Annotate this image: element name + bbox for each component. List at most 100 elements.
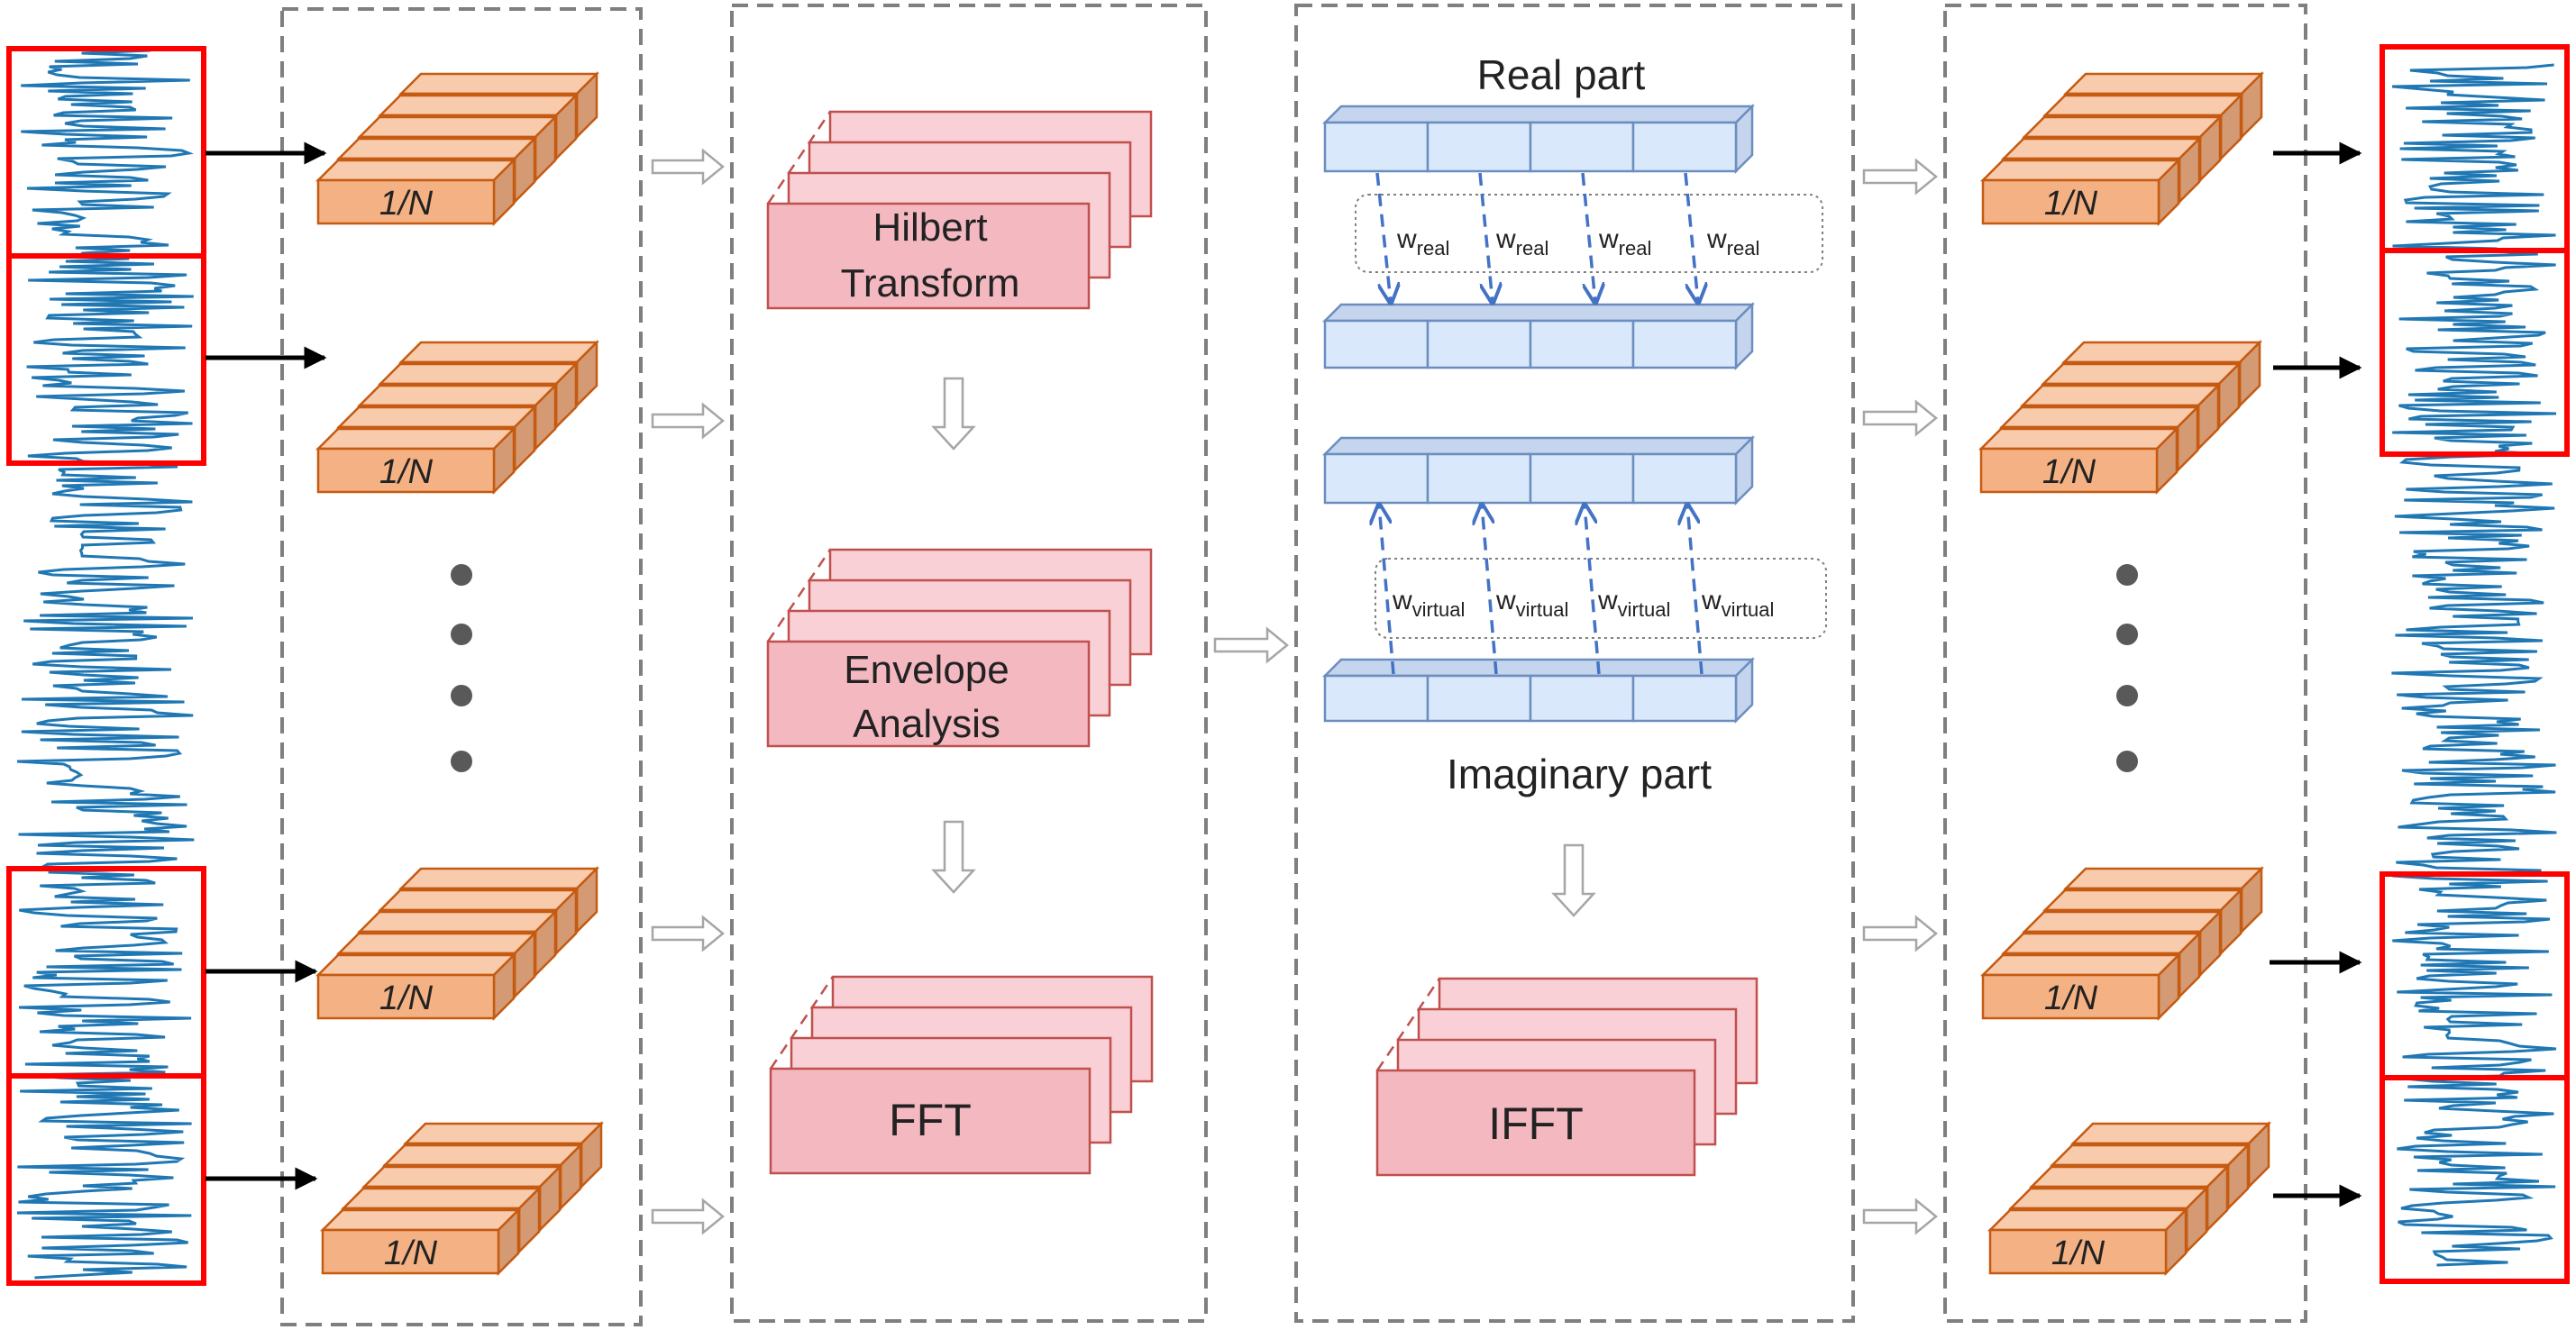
- hollow-arrow-icon: [1551, 843, 1596, 917]
- segment-block-stack: 1/N: [1979, 70, 2265, 227]
- vertical-ellipsis-icon: [451, 564, 2138, 772]
- block-top-face: [2069, 1122, 2272, 1145]
- weight-cell: [1631, 319, 1738, 369]
- hilbert-label-line2: Transform: [841, 261, 1020, 305]
- block-top-face: [2062, 867, 2265, 890]
- hollow-arrow-icon: [1862, 158, 1938, 196]
- input-signal-waveform: [16, 49, 195, 1280]
- stage-labels: Hilbert Transform Envelope Analysis FFT …: [841, 205, 1584, 1149]
- weight-cell-row: [1321, 301, 1756, 371]
- virtual-weight-arrow: [1687, 505, 1704, 675]
- block-top-face: [397, 867, 600, 890]
- real-weight-group-box: [1355, 194, 1823, 273]
- block-top-face: [315, 427, 517, 451]
- virtual-weight-arrow: [1482, 505, 1498, 675]
- weight-symbol: w: [1495, 224, 1516, 254]
- envelope-label-line1: Envelope: [844, 648, 1009, 692]
- output-segment-frame: [2380, 1075, 2570, 1284]
- block-fraction-label: 1/N: [2044, 979, 2098, 1017]
- block-top-face: [377, 94, 580, 117]
- weight-cell: [1323, 121, 1430, 173]
- ellipsis-dot: [451, 751, 472, 772]
- stage-layer: [766, 640, 1091, 748]
- weight-arrows: [1375, 172, 1704, 675]
- panel-complex-weights: [1294, 4, 1855, 1323]
- segment-block-stack: 1/N: [1978, 339, 2263, 496]
- weight-cell: [1426, 121, 1532, 173]
- block-front-face: [316, 973, 496, 1020]
- block-top-face: [315, 159, 517, 182]
- real-weight-arrow: [1375, 172, 1391, 303]
- block-fraction-label: 1/N: [2044, 185, 2098, 223]
- cell-row-top: [1321, 658, 1756, 678]
- block-top-face: [2042, 94, 2244, 117]
- stage-stack: [1375, 977, 1758, 1177]
- segment-connectors: [206, 141, 2362, 1207]
- block-front-face: [1981, 973, 2160, 1020]
- weight-label: wvirtual: [1495, 586, 1568, 621]
- hollow-arrow-icon: [931, 377, 976, 451]
- stage-stack: [766, 110, 1153, 310]
- segment-block-stack: 1/N: [315, 865, 600, 1022]
- block-front-face: [1981, 178, 2160, 225]
- hollow-arrow-icon: [1862, 399, 1938, 437]
- segment-block-stack: 1/N: [319, 1120, 605, 1277]
- ellipsis-dot: [2116, 564, 2138, 586]
- ellipsis-dot: [2116, 751, 2138, 772]
- weight-subscript: real: [1619, 237, 1652, 260]
- block-top-face: [356, 910, 559, 934]
- block-top-face: [381, 1143, 584, 1167]
- hollow-arrow-icon: [1862, 1198, 1938, 1235]
- input-segment-frame: [6, 253, 206, 466]
- fft-label: FFT: [889, 1095, 972, 1145]
- block-fraction-label: 1/N: [2051, 1234, 2106, 1272]
- cell-row-top: [1321, 303, 1756, 323]
- block-top-face: [2040, 362, 2243, 386]
- weight-symbol: w: [1701, 586, 1722, 615]
- block-top-face: [1979, 159, 2182, 182]
- weight-label: wvirtual: [1701, 586, 1774, 621]
- weight-cell: [1323, 319, 1430, 369]
- stage-depth-edge: [769, 976, 835, 1070]
- hollow-arrow-icon: [1862, 915, 1938, 952]
- block-top-face: [397, 72, 600, 96]
- cell-row-top: [1321, 105, 1756, 124]
- cell-row-top: [1321, 436, 1756, 456]
- output-signal-waveform: [2391, 63, 2557, 1267]
- block-top-face: [335, 405, 538, 429]
- block-top-face: [2021, 910, 2224, 934]
- block-top-face: [2000, 137, 2203, 160]
- weight-label: wreal: [1706, 224, 1759, 260]
- weight-cell: [1529, 319, 1635, 369]
- real-weight-arrow: [1581, 172, 1595, 303]
- block-front-face: [321, 1228, 500, 1275]
- hollow-arrow-icon: [651, 1198, 725, 1235]
- imaginary-part-title: Imaginary part: [1447, 751, 1712, 797]
- weight-symbol: w: [1598, 224, 1619, 254]
- block-top-face: [356, 115, 559, 139]
- weight-subscript: real: [1516, 237, 1549, 260]
- block-top-face: [1978, 427, 2180, 451]
- real-weight-arrow: [1684, 172, 1698, 303]
- weight-label: wreal: [1495, 224, 1548, 260]
- block-top-face: [397, 341, 600, 364]
- virtual-weight-group-box: [1375, 558, 1827, 639]
- real-part-title: Real part: [1477, 51, 1646, 98]
- weight-subscript: real: [1417, 237, 1450, 260]
- hilbert-label-line1: Hilbert: [872, 205, 987, 250]
- block-top-face: [1979, 953, 2182, 977]
- block-top-face: [2021, 115, 2224, 139]
- block-top-face: [377, 362, 580, 386]
- stage-depth-edge: [766, 549, 832, 642]
- weight-cell: [1426, 319, 1532, 369]
- block-top-face: [1987, 1208, 2189, 1232]
- weight-subscript: virtual: [1722, 598, 1775, 621]
- weight-cell: [1323, 674, 1430, 723]
- ellipsis-dot: [451, 624, 472, 645]
- hollow-arrow-icon: [931, 820, 976, 894]
- weight-label: wvirtual: [1392, 586, 1465, 621]
- block-top-face: [335, 137, 538, 160]
- weight-cell-row: [1321, 103, 1756, 175]
